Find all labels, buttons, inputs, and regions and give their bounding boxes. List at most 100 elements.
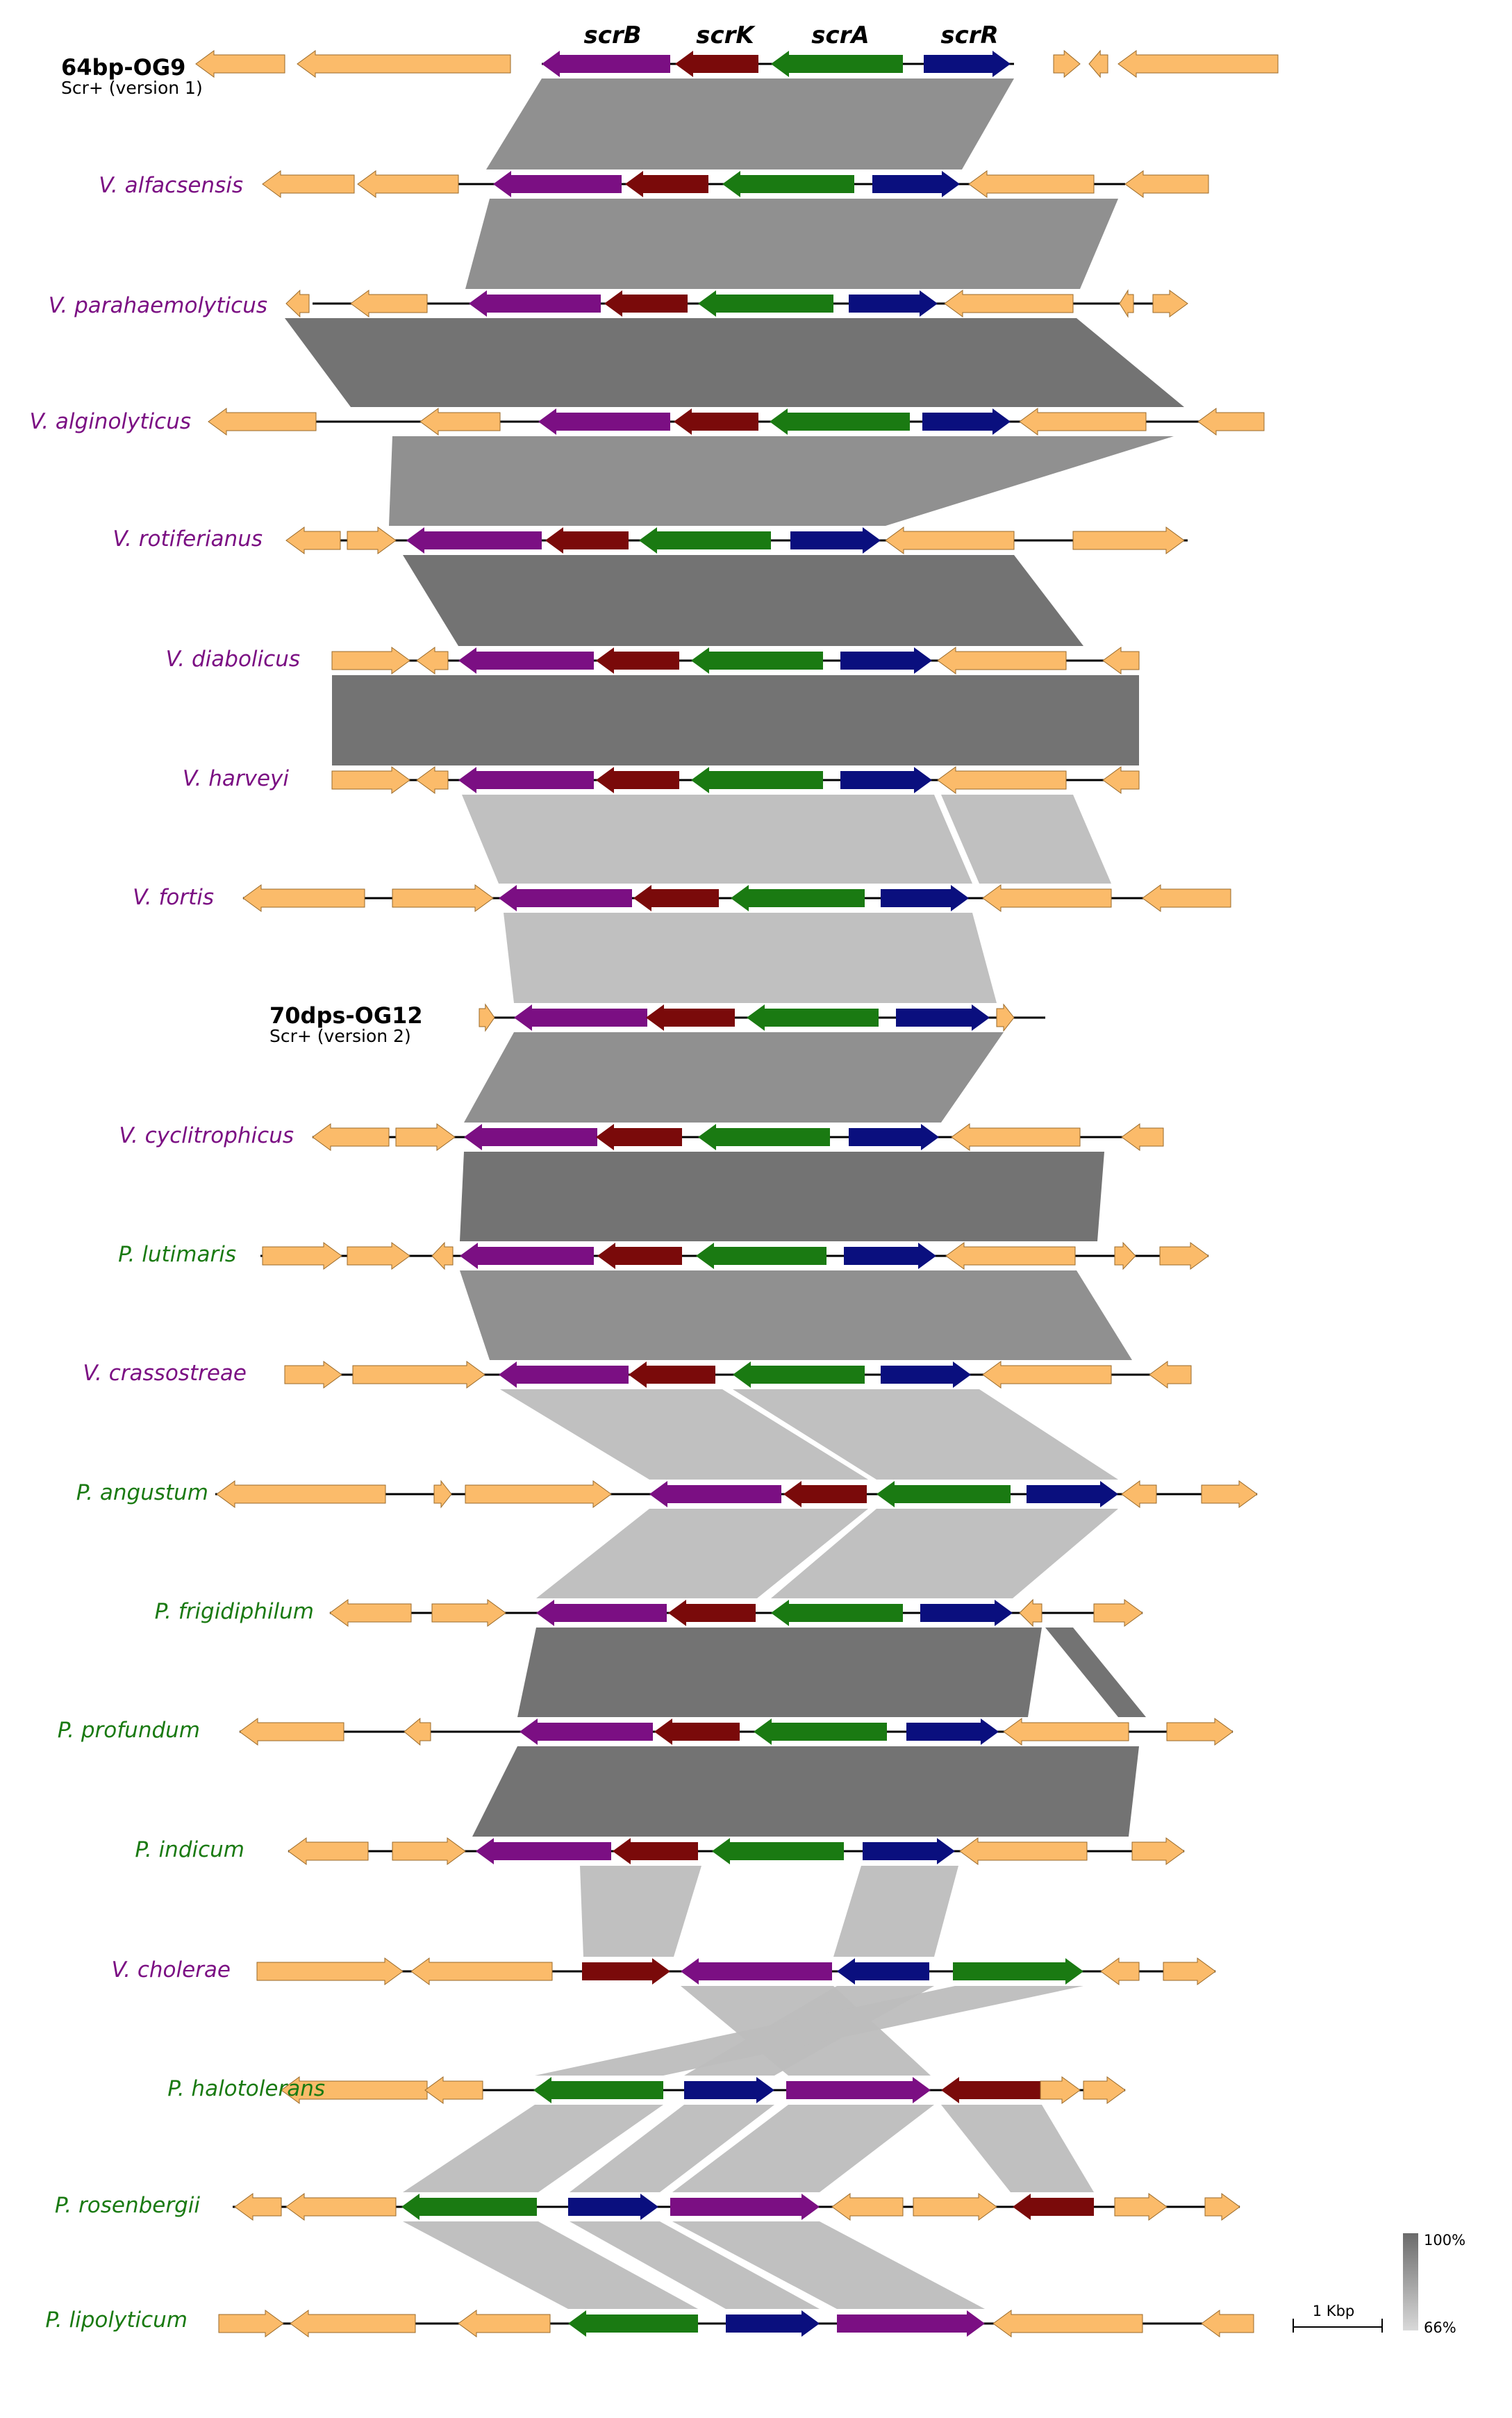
flanking-gene-arrow: [1088, 49, 1108, 78]
track-labels: 64bp-OG9 Scr+ (version 1) V. alfacsensis…: [30, 54, 423, 2333]
scrK-arrow: [596, 767, 679, 793]
scrA-arrow: [754, 1719, 887, 1745]
organism-label: P. profundum: [58, 1718, 200, 1743]
similarity-link: [500, 1389, 868, 1480]
scrA-arrow: [691, 767, 823, 793]
strain-subtitle-70dps-og12: Scr+ (version 2): [269, 1026, 411, 1046]
flanking-gene-arrow: [968, 170, 1095, 198]
flanking-gene-arrow: [392, 884, 494, 912]
flanking-gene-arrow: [242, 884, 365, 912]
similarity-link: [941, 2105, 1094, 2192]
flanking-gene-arrow: [944, 290, 1074, 317]
scale-bar-label: 1 Kbp: [1313, 2303, 1354, 2319]
organism-label: V. alginolyticus: [30, 409, 191, 434]
flanking-gene-arrow: [404, 1717, 431, 1746]
flanking-gene-arrow: [285, 527, 341, 554]
flanking-gene-arrow: [281, 2076, 428, 2104]
flanking-gene-arrow: [1121, 1123, 1164, 1151]
similarity-link: [403, 2105, 663, 2192]
scrB-arrow: [681, 1958, 832, 1985]
similarity-link: [517, 1628, 1042, 1717]
scrR-arrow: [863, 1838, 955, 1864]
flanking-gene-arrow: [1053, 49, 1081, 78]
flanking-gene-arrow: [431, 1599, 506, 1627]
flanking-gene-arrow: [1102, 647, 1140, 674]
similarity-link: [504, 913, 997, 1003]
scrR-arrow: [849, 290, 938, 317]
flanking-gene-arrow: [395, 1123, 456, 1151]
scrB-arrow: [538, 408, 670, 435]
flanking-gene-arrow: [347, 527, 397, 554]
flanking-gene-arrow: [410, 1957, 553, 1985]
flanking-gene-arrow: [1201, 1480, 1258, 1508]
scrB-arrow: [458, 647, 594, 674]
flanking-gene-arrow: [913, 2193, 997, 2221]
flanking-gene-arrow: [312, 1123, 390, 1151]
flanking-gene-arrow: [195, 50, 285, 78]
flanking-gene-arrow: [465, 1480, 612, 1508]
scrB-arrow: [476, 1838, 611, 1864]
flanking-gene-arrow: [347, 1242, 410, 1270]
scrA-arrow: [401, 2194, 537, 2220]
flanking-gene-arrow: [350, 290, 428, 317]
flanking-gene-arrow: [1131, 1837, 1185, 1865]
scrA-arrow: [731, 885, 865, 911]
flanking-gene-arrow: [218, 2310, 284, 2337]
scrB-arrow: [493, 171, 622, 197]
organism-label: V. crassostreae: [83, 1361, 247, 1386]
scrA-arrow: [771, 1600, 903, 1626]
flanking-gene-arrow: [937, 766, 1067, 794]
scrA-arrow: [733, 1361, 865, 1388]
scrA-arrow: [953, 1958, 1083, 1985]
flanking-gene-arrow: [1142, 884, 1231, 912]
scrR-arrow: [924, 51, 1011, 77]
scrB-arrow: [536, 1600, 667, 1626]
similarity-link: [464, 1032, 1004, 1123]
scrR-arrow: [849, 1124, 939, 1150]
scrB-arrow: [670, 2194, 820, 2220]
scrK-arrow: [604, 290, 688, 317]
similarity-link: [403, 2221, 698, 2309]
scrK-arrow: [629, 1361, 715, 1388]
flanking-gene-arrow: [982, 884, 1112, 912]
similarity-links: [285, 78, 1184, 2309]
flanking-gene-arrow: [1166, 1718, 1233, 1746]
strain-subtitle-64bp-og9: Scr+ (version 1): [61, 78, 203, 98]
flanking-gene-arrow: [1204, 2193, 1240, 2221]
flanking-gene-arrow: [329, 1599, 412, 1627]
similarity-link: [733, 1389, 1118, 1480]
flanking-gene-arrow: [1093, 1599, 1143, 1627]
identity-min-label: 66%: [1424, 2319, 1456, 2336]
scrA-arrow: [747, 1004, 879, 1031]
flanking-gene-arrow: [1003, 1718, 1129, 1746]
flanking-gene-arrow: [945, 1242, 1076, 1270]
scrA-arrow: [691, 647, 823, 674]
similarity-link: [672, 2105, 934, 2192]
flanking-gene-arrow: [996, 1003, 1015, 1032]
flanking-gene-arrow: [239, 1718, 344, 1746]
scrK-arrow: [654, 1719, 740, 1745]
scrB-arrow: [464, 1124, 597, 1150]
scrA-arrow: [698, 1124, 830, 1150]
organism-label: P. lutimaris: [118, 1242, 236, 1267]
flanking-gene-arrow: [424, 2076, 483, 2104]
scrR-arrow: [920, 1600, 1013, 1626]
scrB-arrow: [786, 2077, 931, 2103]
flanking-gene-arrow: [992, 2310, 1143, 2337]
flanking-gene-arrow: [1102, 766, 1140, 794]
scrA-arrow: [877, 1481, 1011, 1507]
scrK-arrow: [633, 885, 719, 911]
similarity-link: [332, 675, 1139, 765]
scrR-arrow: [840, 767, 932, 793]
scrK-arrow: [597, 1243, 682, 1269]
scrA-arrow: [771, 51, 903, 77]
flanking-gene-arrow: [234, 2193, 282, 2221]
flanking-gene-arrow: [1152, 290, 1188, 317]
scrA-arrow: [568, 2310, 698, 2337]
flanking-gene-arrow: [262, 170, 355, 198]
flanking-gene-arrow: [1163, 1957, 1216, 1985]
scrB-arrow: [469, 290, 601, 317]
flanking-gene-arrow: [392, 1837, 466, 1865]
flanking-gene-arrow: [1100, 1957, 1140, 1985]
